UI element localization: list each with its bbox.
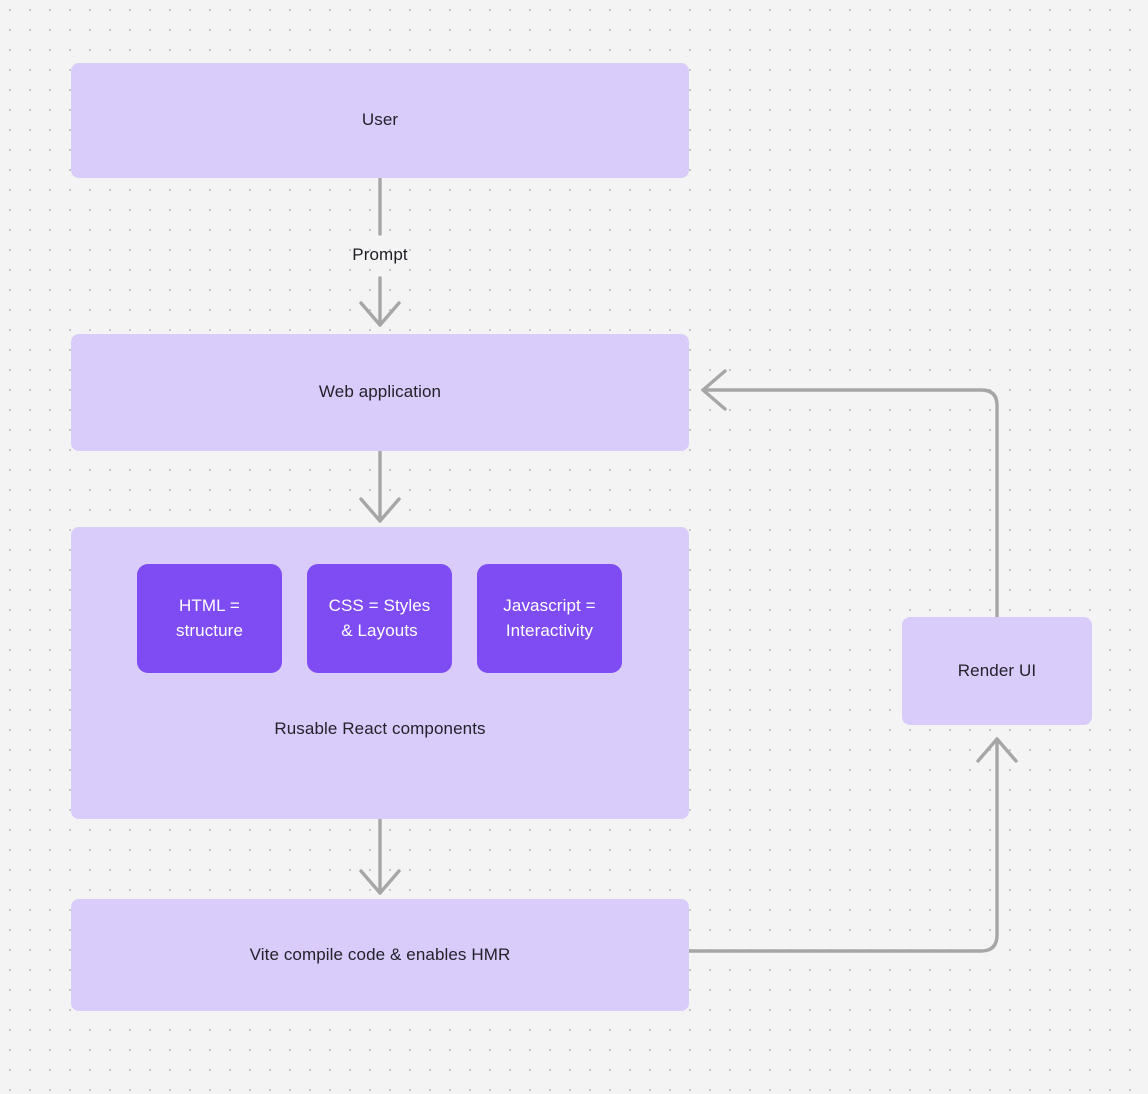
chip-css-label: CSS = Styles & Layouts xyxy=(328,595,431,640)
node-vite[interactable]: Vite compile code & enables HMR xyxy=(71,899,689,1011)
arrowhead-vite-to-render xyxy=(976,737,1018,763)
node-web-application[interactable]: Web application xyxy=(71,334,689,451)
arrowhead-user-to-web xyxy=(359,301,401,327)
edge-render-to-web xyxy=(701,388,999,619)
arrowhead-components-to-vite xyxy=(359,869,401,895)
node-render-ui-label: Render UI xyxy=(957,660,1037,680)
node-user-label: User xyxy=(361,110,399,130)
node-web-application-label: Web application xyxy=(318,382,442,402)
arrowhead-web-to-components xyxy=(359,497,401,523)
chip-javascript-label: Javascript = Interactivity xyxy=(503,595,596,640)
edge-vite-to-render xyxy=(687,737,999,953)
chip-javascript[interactable]: Javascript = Interactivity xyxy=(477,564,622,673)
edge-label-prompt: Prompt xyxy=(352,245,408,264)
node-vite-label: Vite compile code & enables HMR xyxy=(249,944,511,964)
arrowhead-render-to-web xyxy=(701,369,727,411)
chip-html[interactable]: HTML = structure xyxy=(137,564,282,673)
chip-html-label: HTML = structure xyxy=(175,595,244,640)
node-render-ui[interactable]: Render UI xyxy=(902,617,1092,725)
node-user[interactable]: User xyxy=(71,63,689,178)
components-group-caption: Rusable React components xyxy=(274,719,486,738)
chip-css[interactable]: CSS = Styles & Layouts xyxy=(307,564,452,673)
